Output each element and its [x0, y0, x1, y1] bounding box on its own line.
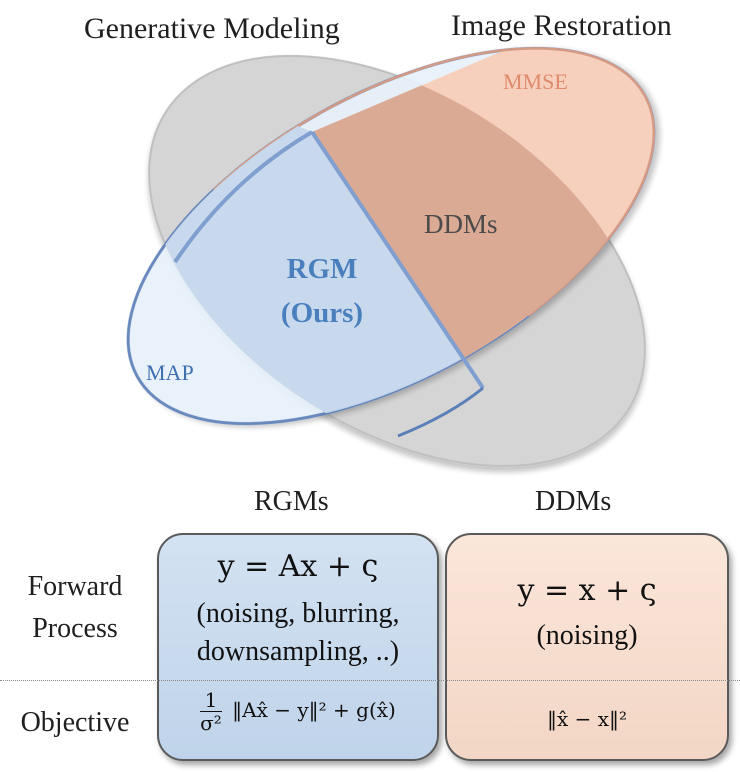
ddm-box: y = x + ς (noising) ‖x̂ − x‖²: [445, 533, 729, 761]
rgm-objective-terms: ‖Ax̂ − y‖² + g(x̂): [232, 698, 396, 722]
rgm-forward-desc-2: downsampling, ..): [196, 636, 400, 667]
rgm-forward-desc-1: (noising, blurring,: [196, 598, 400, 629]
rgm-ours-label: (Ours): [280, 297, 364, 329]
column-header-ddms: DDMs: [535, 486, 612, 517]
rgm-objective-fraction: 1 σ²: [200, 688, 222, 735]
row-label-objective: Objective: [20, 707, 130, 738]
row-divider: [0, 680, 740, 681]
rgm-ddm-boundary: [310, 130, 485, 390]
row-label-forward: Forward: [27, 571, 123, 602]
row-label-process: Process: [32, 613, 118, 644]
rgm-outline: [173, 130, 314, 264]
image-restoration-title: Image Restoration: [451, 9, 672, 42]
venn-diagram: [75, 0, 714, 500]
ddm-forward-equation: y = x + ς: [517, 573, 657, 608]
ddm-forward-desc: (noising): [536, 620, 638, 651]
rgm-forward-equation: y = Ax + ς: [217, 549, 379, 584]
rgm-objective: 1 σ² ‖Ax̂ − y‖² + g(x̂): [159, 689, 437, 734]
map-label: MAP: [146, 360, 194, 385]
ddms-region-label: DDMs: [424, 209, 498, 239]
rgm-region-label: RGM: [286, 253, 358, 285]
generative-modeling-title: Generative Modeling: [84, 12, 340, 45]
column-header-rgms: RGMs: [254, 486, 329, 517]
ddm-objective: ‖x̂ − x‖²: [546, 707, 628, 731]
rgm-box: y = Ax + ς (noising, blurring, downsampl…: [157, 533, 439, 761]
mmse-label: MMSE: [503, 69, 568, 94]
